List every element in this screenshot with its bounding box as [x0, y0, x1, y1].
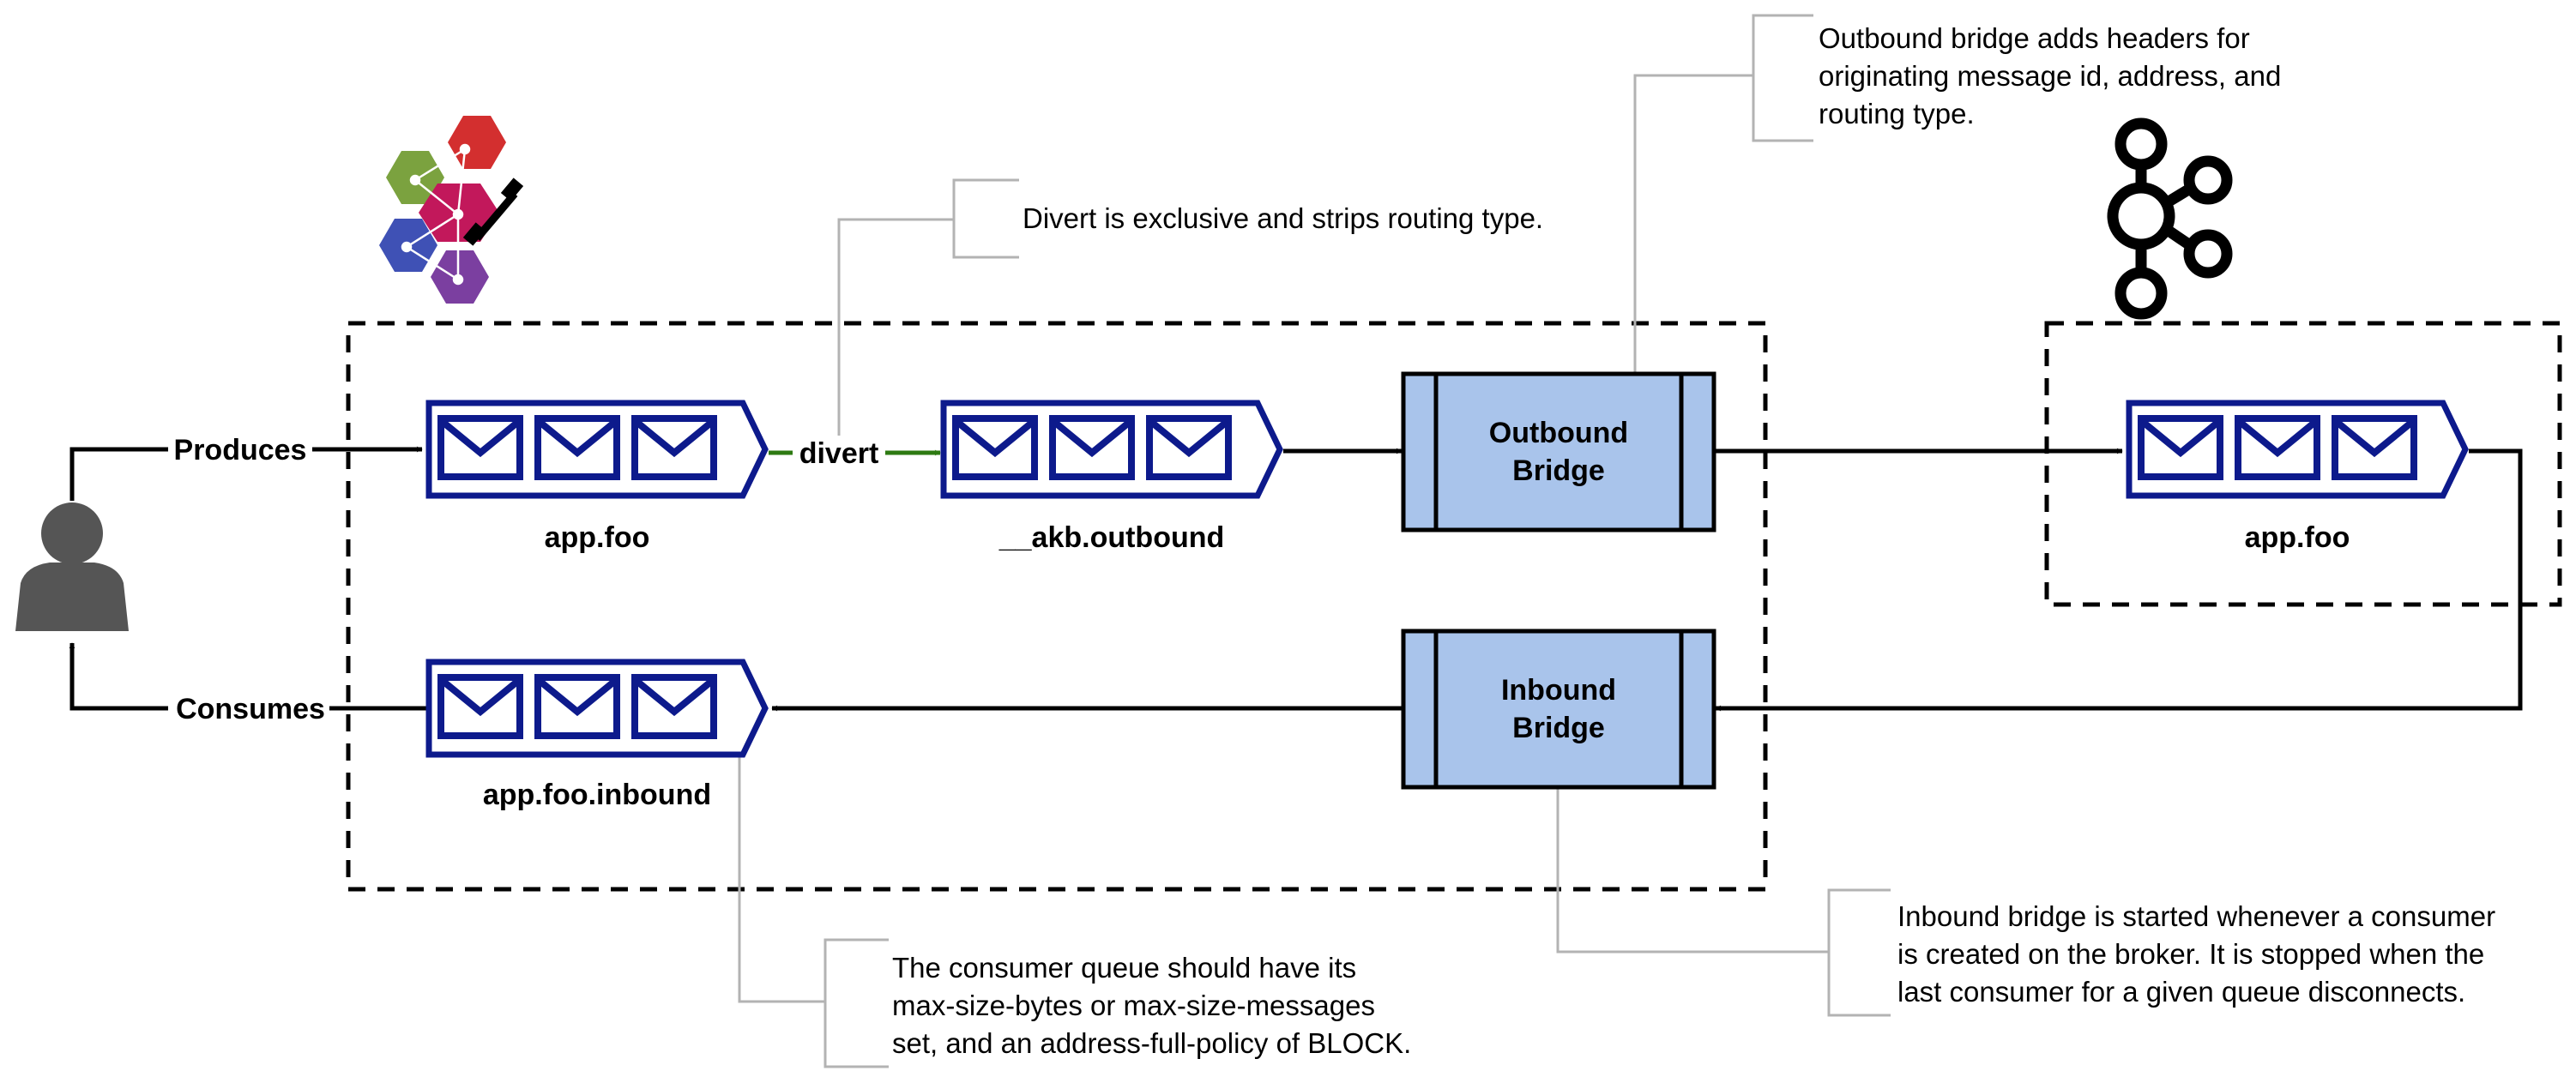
consumes-label: Consumes: [176, 693, 325, 725]
queue-app-foo: [429, 403, 765, 496]
inbound-note-bracket: [1827, 888, 1891, 1017]
artemis-logo-icon: [379, 116, 524, 304]
note-connectors: [738, 14, 1891, 1068]
person-icon: [15, 502, 129, 631]
divert-note-connector: [837, 218, 954, 452]
outbound-bridge-label-line2: Bridge: [1512, 454, 1605, 487]
queue-app-foo-inbound: [429, 662, 765, 755]
divert-note-bracket: [952, 178, 1019, 259]
divert-label: divert: [799, 437, 879, 470]
inbound-bridge-label-line2: Bridge: [1512, 712, 1605, 744]
queue-kafka-app-foo: [2129, 403, 2465, 496]
inbound-note-text: Inbound bridge is started whenever a con…: [1897, 900, 2503, 1008]
queue-kafka-app-foo-label: app.foo: [2245, 521, 2350, 554]
artemis-broker-boundary: [346, 321, 1768, 892]
kafka-cluster-boundary: [2044, 321, 2562, 607]
consumer-queue-note-text: The consumer queue should have its max-s…: [892, 952, 1411, 1059]
inbound-bridge: Inbound Bridge: [1401, 629, 1716, 790]
outbound-note-bracket: [1752, 14, 1813, 142]
queue-app-foo-inbound-label: app.foo.inbound: [483, 779, 711, 811]
outbound-note-text: Outbound bridge adds headers for origina…: [1819, 22, 2289, 129]
queue-akb-outbound: [944, 403, 1280, 496]
queue-app-foo-label: app.foo: [545, 521, 650, 554]
outbound-note-connector: [1633, 74, 1753, 374]
consumer-queue-note-bracket: [823, 938, 889, 1068]
consumer-queue-note-connector: [738, 755, 825, 1003]
kafka-logo-icon: [2107, 117, 2233, 320]
outbound-bridge: Outbound Bridge: [1401, 371, 1716, 532]
kafka-to-inbound-bridge-edge: [1715, 448, 2523, 712]
outbound-bridge-label-line1: Outbound: [1489, 417, 1628, 449]
produces-label: Produces: [174, 434, 307, 466]
queue-akb-outbound-label: __akb.outbound: [998, 521, 1225, 554]
inbound-note-connector: [1556, 787, 1829, 954]
divert-note-text: Divert is exclusive and strips routing t…: [1023, 202, 1543, 234]
inbound-bridge-label-line1: Inbound: [1501, 674, 1616, 707]
